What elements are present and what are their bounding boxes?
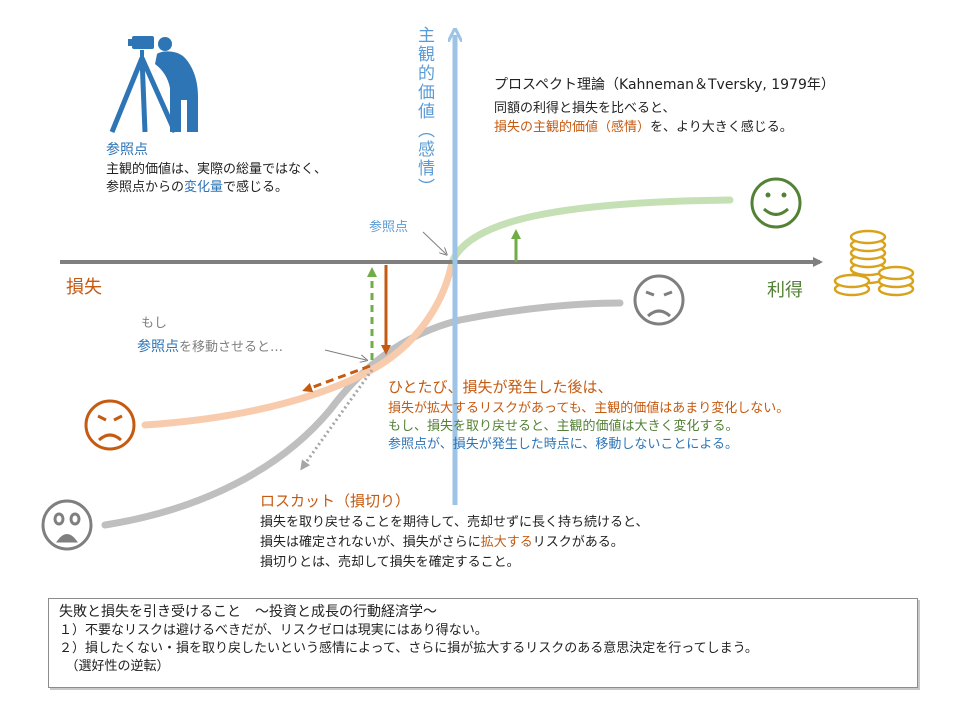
- stop-loss-line3: 損切りとは、売却して損失を確定すること。: [260, 555, 520, 570]
- prospect-line2-highlight: 損失の主観的価値（感情）: [494, 120, 651, 135]
- reference-point-line2-prefix: 参照点からの: [106, 180, 185, 195]
- move-note-line1: もし: [141, 316, 168, 331]
- shocked-face-icon: [41, 499, 93, 551]
- stop-loss-line2-highlight: 拡大する: [480, 535, 533, 550]
- summary-line3: （選好性の逆転）: [59, 659, 170, 674]
- move-note-pointer: [324, 349, 366, 360]
- after-loss-line1: 損失が拡大するリスクがあっても、主観的価値はあまり変化しない。: [388, 401, 790, 416]
- y-axis-label: 主観的価値（感情）: [414, 26, 434, 197]
- move-note-highlight: 参照点: [137, 339, 179, 355]
- stop-loss-line2-suffix: リスクがある。: [532, 535, 624, 550]
- move-note-suffix: を移動させると…: [179, 340, 284, 355]
- origin-label: 参照点: [369, 220, 409, 235]
- loss-axis-label: 損失: [66, 277, 102, 298]
- stop-loss-line2: 損失は確定されないが、損失がさらに拡大するリスクがある。: [260, 534, 624, 552]
- surveyor-icon: [109, 36, 198, 134]
- reference-point-line2-suffix: で感じる。: [223, 180, 289, 195]
- reference-point-line1: 主観的価値は、実際の総量ではなく、: [106, 162, 328, 177]
- coin-stack-icon: [833, 229, 915, 297]
- stop-loss-title: ロスカット（損切り）: [260, 492, 411, 510]
- summary-box: 失敗と損失を引き受けること ～投資と成長の行動経済学～ １）不要なリスクは避ける…: [48, 598, 918, 688]
- reference-point-title: 参照点: [106, 142, 148, 158]
- after-loss-title: ひとたび、損失が発生した後は、: [388, 378, 613, 396]
- summary-title: 失敗と損失を引き受けること ～投資と成長の行動経済学～: [59, 604, 437, 620]
- sad-face-icon: [633, 274, 685, 326]
- summary-line1: １）不要なリスクは避けるべきだが、リスクゼロは現実にはあり得ない。: [59, 623, 488, 638]
- gain-axis-label: 利得: [767, 280, 803, 301]
- loss-expand-arrow: [302, 364, 371, 393]
- crying-face-icon: [84, 399, 136, 451]
- stop-loss-line2-prefix: 損失は確定されないが、損失がさらに: [260, 535, 481, 550]
- after-loss-line2: もし、損失を取り戻せると、主観的価値は大きく変化する。: [388, 419, 739, 434]
- reference-point-line2: 参照点からの変化量で感じる。: [106, 179, 288, 197]
- happy-face-icon: [750, 177, 802, 229]
- prospect-line2-suffix: を、より大きく感じる。: [650, 120, 793, 135]
- stop-loss-line1: 損失を取り戻せることを期待して、売却せずに長く持ち続けると、: [260, 515, 649, 530]
- reference-point-line2-highlight: 変化量: [184, 180, 224, 195]
- move-note-line2: 参照点を移動させると…: [137, 338, 283, 357]
- stop-loss-arrow: [300, 369, 374, 471]
- prospect-line1: 同額の利得と損失を比べると、: [494, 101, 676, 116]
- gain-curve: [448, 196, 734, 266]
- origin-pointer: [422, 231, 446, 254]
- summary-line2: ２）損したくない・損を取り戻したいという感情によって、さらに損が拡大するリスクの…: [59, 641, 758, 656]
- after-loss-line3: 参照点が、損失が発生した時点に、移動しないことによる。: [388, 437, 738, 452]
- prospect-line2: 損失の主観的価値（感情）を、より大きく感じる。: [494, 119, 793, 137]
- prospect-title: プロスペクト理論（Kahneman＆Tversky, 1979年）: [494, 77, 835, 93]
